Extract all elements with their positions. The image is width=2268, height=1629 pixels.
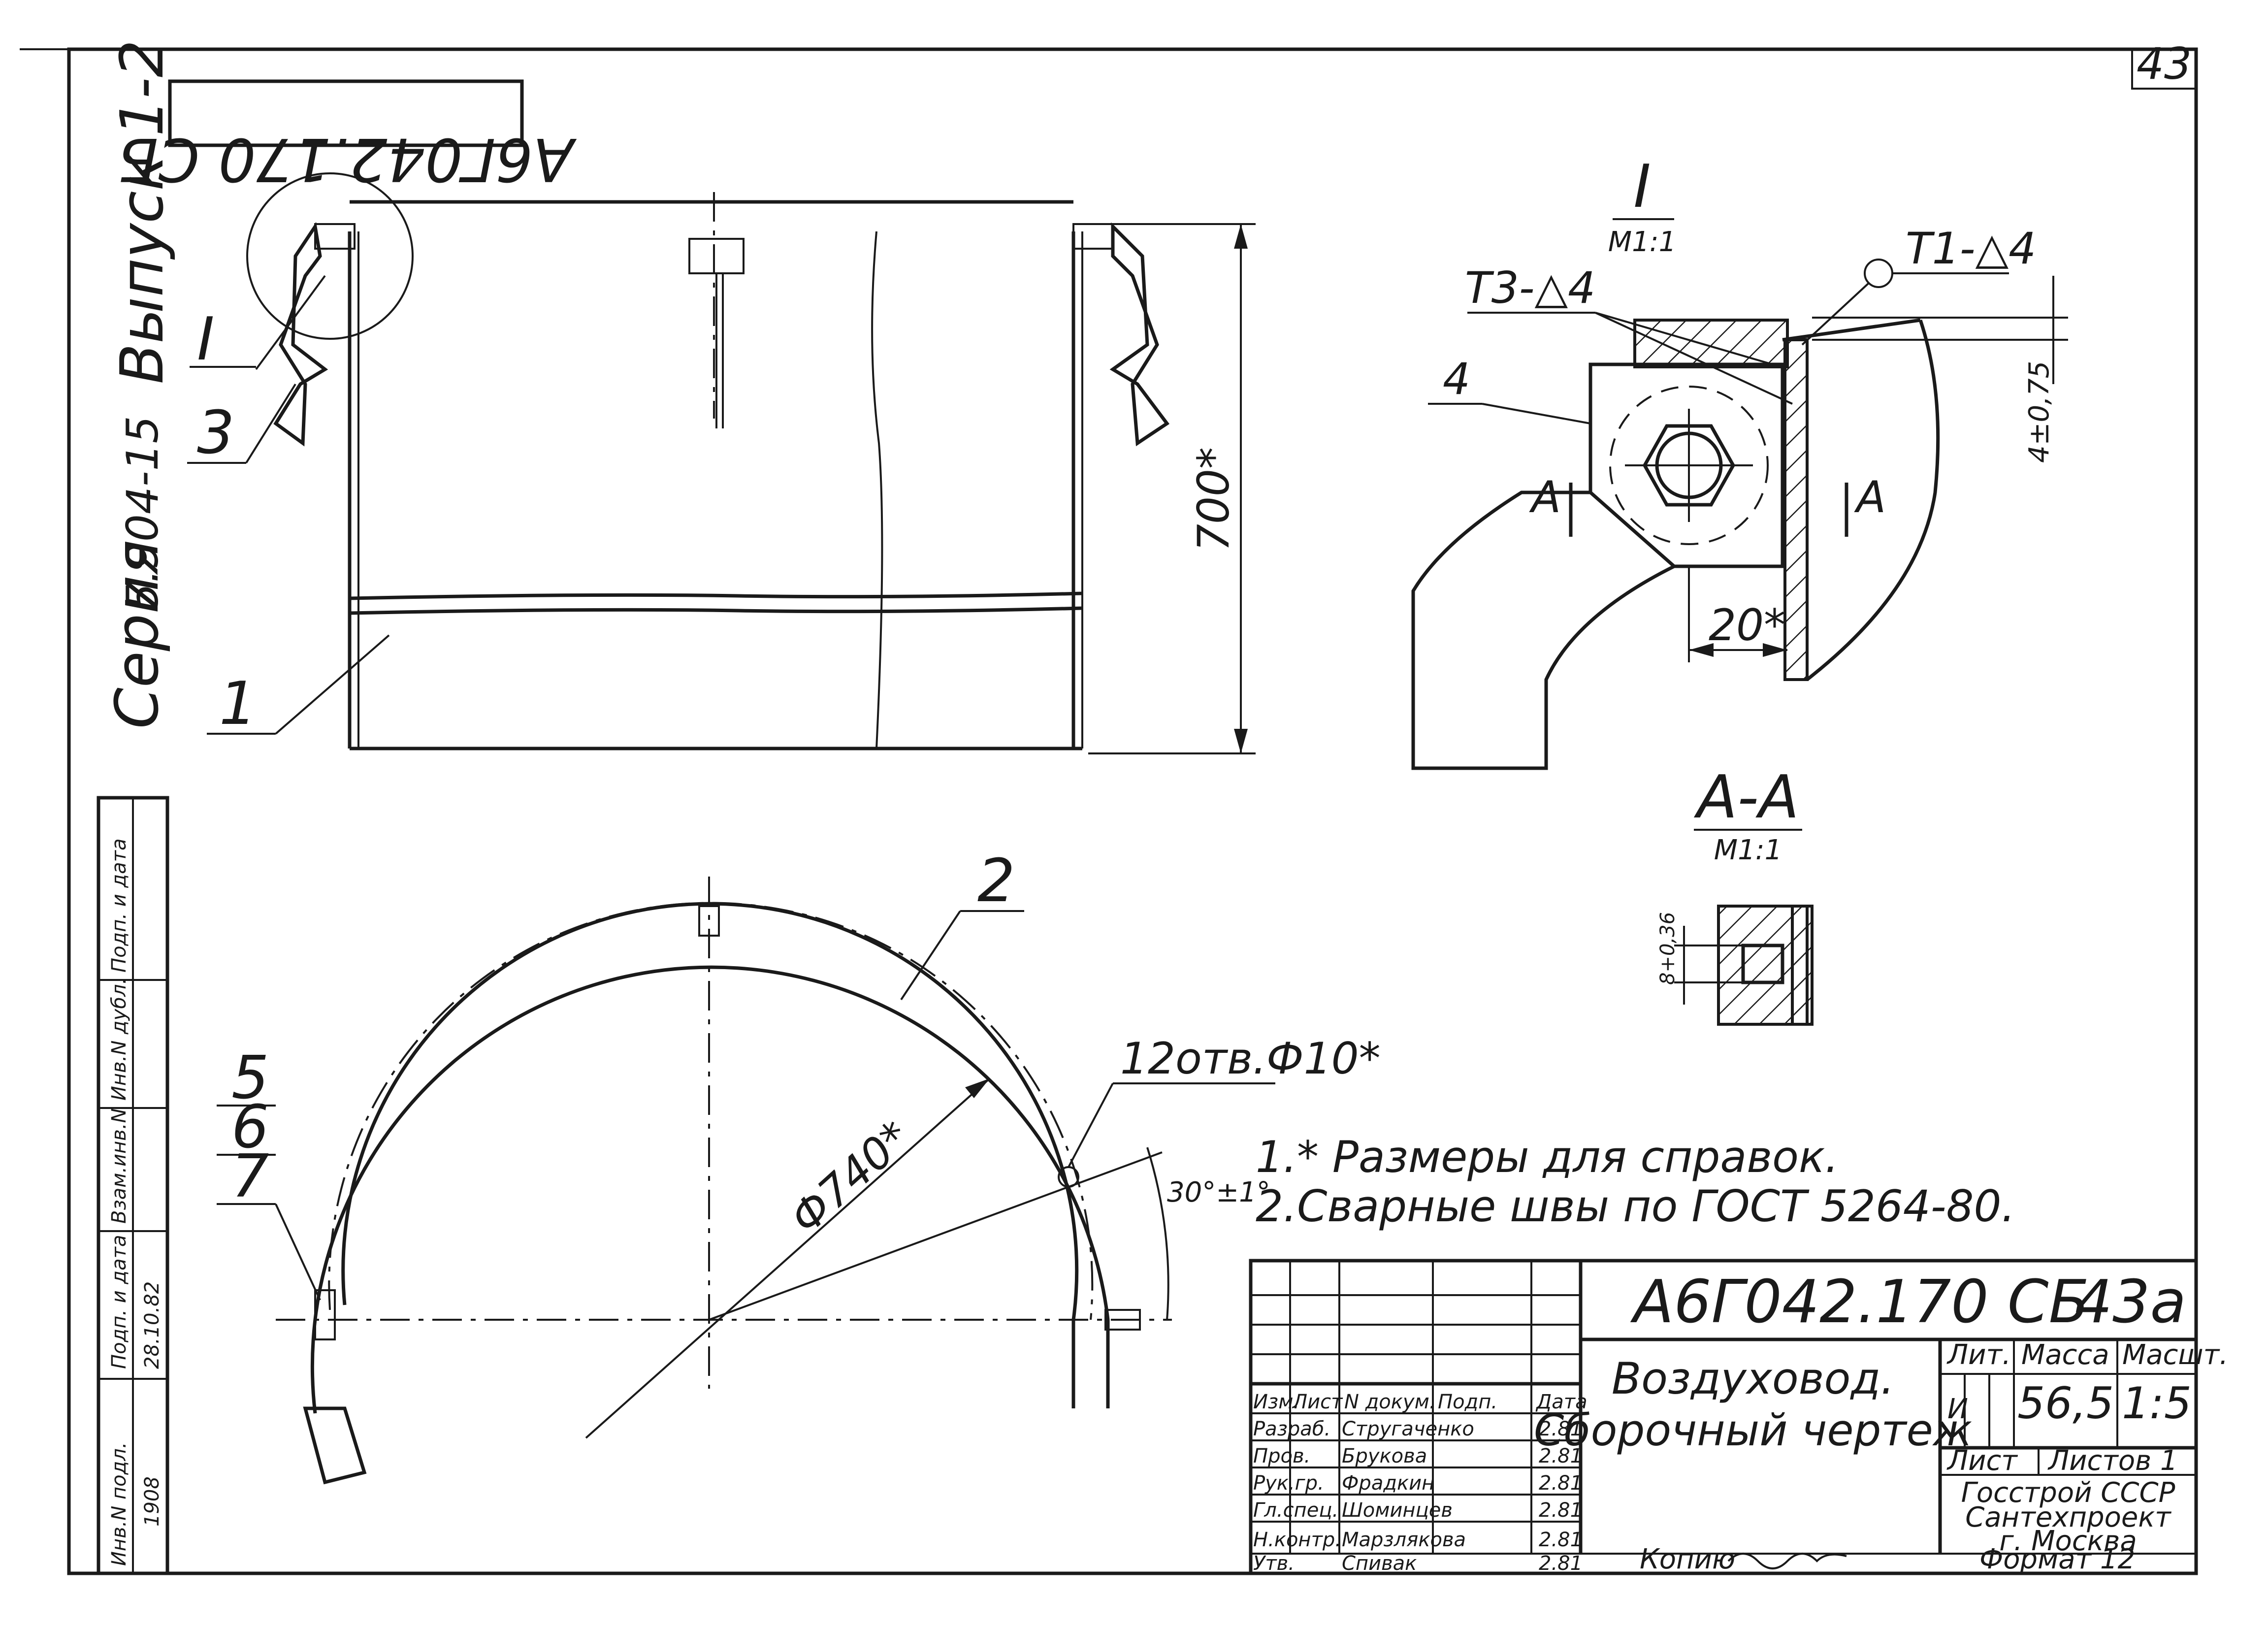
weld-label-right: Т1-△4 xyxy=(1906,223,2036,274)
part-label-3: 3 xyxy=(197,399,234,467)
top-code-mirrored: А6Г042.170 СБ xyxy=(118,125,577,193)
angle-dimension: 30°±1° xyxy=(1167,1176,1270,1208)
stamp-inv-value: 1908 xyxy=(141,1476,163,1527)
top-code-box xyxy=(168,79,524,147)
stamp-date-value: 28.10.82 xyxy=(141,1281,163,1369)
org-line-1: Госстрой СССР xyxy=(1961,1477,2175,1509)
rev-header-list: Лист xyxy=(1292,1391,1343,1413)
role-5: Утв. xyxy=(1253,1552,1295,1575)
mass-value: 56,5 xyxy=(2017,1378,2114,1429)
org-line-2: Сантехпроект xyxy=(1965,1501,2171,1533)
part-label-6: 6 xyxy=(231,1093,269,1162)
part-label-7: 7 xyxy=(231,1142,269,1211)
title-block: Изм. Лист N докум. Подп. Дата Разраб. Ст… xyxy=(1249,1259,2228,1575)
role-4-date: 2.81 xyxy=(1539,1529,1583,1551)
role-0: Разраб. xyxy=(1253,1418,1330,1440)
section-AA-title: А-А xyxy=(1693,763,1799,832)
header-lit: Лит. xyxy=(1946,1339,2011,1371)
role-2-name: Фрадкин xyxy=(1342,1472,1434,1495)
detail-I: Т3-△4 Т1-△4 4 А А 4±0,75 20* xyxy=(1411,223,2068,770)
header-mass: Масса xyxy=(2021,1339,2109,1371)
stamp-col-2: Подп. и дата xyxy=(108,1235,130,1369)
sheet-mark: 43а xyxy=(2075,1268,2186,1336)
org-line-3: г. Москва xyxy=(1999,1525,2137,1557)
part-label-4: 4 xyxy=(1443,354,1470,404)
page-number: 43 xyxy=(2137,38,2192,89)
drawing-name-2: Сборочный чертеж xyxy=(1534,1405,1972,1456)
note-1: 1.* Размеры для справок. xyxy=(1256,1132,1839,1182)
role-3-date: 2.81 xyxy=(1539,1499,1583,1522)
rev-header-izm: Изм. xyxy=(1253,1391,1299,1413)
thickness-dimension: 4±0,75 xyxy=(2023,361,2055,463)
plan-view: Ф740* 30°±1° 12отв.Ф10* 2 5 6 7 xyxy=(217,847,1381,1485)
role-0-name: Стругаченко xyxy=(1342,1418,1474,1440)
role-4: Н.контр. xyxy=(1253,1529,1341,1551)
rev-header-date: Дата xyxy=(1535,1391,1588,1413)
section-AA-dimension: 8+0,36 xyxy=(1656,912,1679,985)
series-label: Серия xyxy=(103,540,172,729)
height-dimension: 700* xyxy=(1188,447,1239,552)
role-1: Пров. xyxy=(1253,1445,1310,1467)
sheet-label: Лист xyxy=(1946,1445,2018,1477)
role-3-name: Шоминцев xyxy=(1342,1499,1453,1522)
width-dimension: 20* xyxy=(1709,600,1785,651)
detail-I-scale: М1:1 xyxy=(1608,226,1676,258)
format-label: Формат 12 xyxy=(1979,1543,2135,1575)
rev-header-doc: N докум. xyxy=(1344,1391,1436,1413)
header-scale: Масшт. xyxy=(2122,1339,2228,1371)
part-label-1: 1 xyxy=(219,670,257,738)
stamp-col-1: Инв.N подл. xyxy=(108,1442,130,1566)
part-label-5: 5 xyxy=(231,1044,269,1112)
role-4-name: Марзлякова xyxy=(1342,1529,1466,1551)
stamp-col-3: Взам.инв.N xyxy=(108,1108,130,1224)
front-view: 700* I 3 1 xyxy=(187,172,1256,754)
role-1-date: 2.81 xyxy=(1539,1445,1583,1467)
role-1-name: Брукова xyxy=(1342,1445,1427,1467)
sheets-label: Листов 1 xyxy=(2047,1445,2178,1477)
page-number-box xyxy=(2131,48,2197,90)
role-5-name: Спивак xyxy=(1342,1552,1417,1575)
lit-value: И xyxy=(1947,1393,1968,1425)
section-AA: 8+0,36 xyxy=(1656,905,1814,1026)
holes-label: 12отв.Ф10* xyxy=(1120,1033,1381,1084)
scale-value: 1:5 xyxy=(2122,1378,2192,1429)
copied-label: Копию xyxy=(1640,1543,1735,1575)
detail-ref-I: I xyxy=(197,305,214,374)
designation: А6Г042.170 СБ xyxy=(1630,1268,2089,1336)
rev-header-sign: Подп. xyxy=(1438,1391,1497,1413)
side-stamp: Инв.N подл. Подп. и дата Взам.инв.N Инв.… xyxy=(97,796,169,1575)
role-2-date: 2.81 xyxy=(1539,1472,1583,1495)
role-2: Рук.гр. xyxy=(1253,1472,1324,1495)
role-0-date: 2.81 xyxy=(1539,1418,1583,1440)
section-mark-left: А xyxy=(1529,472,1561,522)
role-5-date: 2.81 xyxy=(1539,1552,1583,1575)
note-2: 2.Сварные швы по ГОСТ 5264-80. xyxy=(1256,1181,2015,1232)
detail-I-title: I xyxy=(1633,153,1651,221)
part-label-2: 2 xyxy=(977,847,1015,915)
section-mark-right: А xyxy=(1854,472,1886,522)
diameter-dimension: Ф740* xyxy=(780,1111,920,1244)
section-AA-scale: М1:1 xyxy=(1714,834,1782,866)
series-value: 5.904-15 xyxy=(117,416,168,611)
copy-signature xyxy=(1727,1553,1847,1569)
weld-label-left: Т3-△4 xyxy=(1465,262,1595,313)
stamp-col-4: Инв.N дубл. xyxy=(108,978,130,1101)
role-3: Гл.спец. xyxy=(1253,1499,1338,1522)
drawing-name-1: Воздуховод. xyxy=(1612,1353,1894,1404)
stamp-col-5: Подп. и дата xyxy=(108,839,130,973)
issue-label: Выпуск 1-2 xyxy=(108,40,177,384)
